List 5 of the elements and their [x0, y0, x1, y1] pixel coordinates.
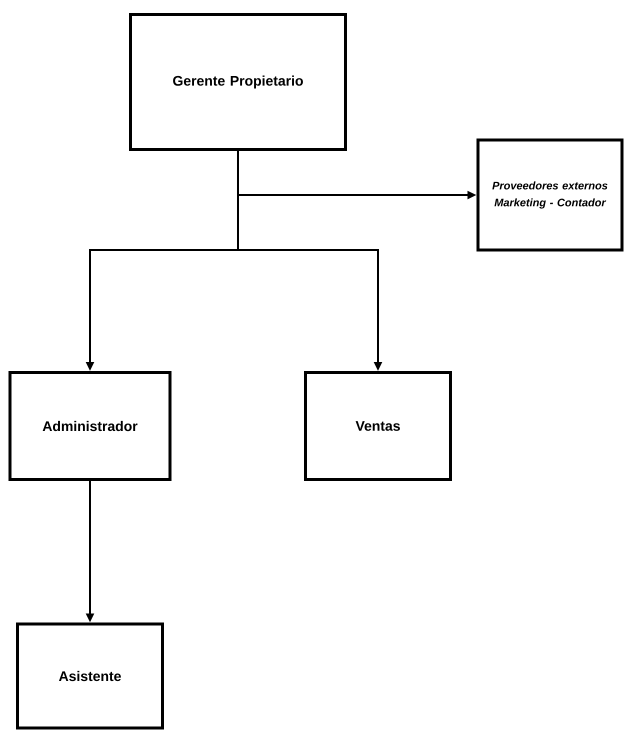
org-box: Gerente Propietario: [129, 13, 347, 151]
org-box: Ventas: [304, 371, 452, 481]
org-box: Administrador: [8, 371, 172, 481]
org-box: Proveedores externos Marketing - Contador: [476, 138, 624, 252]
org-box: Asistente: [16, 622, 164, 730]
